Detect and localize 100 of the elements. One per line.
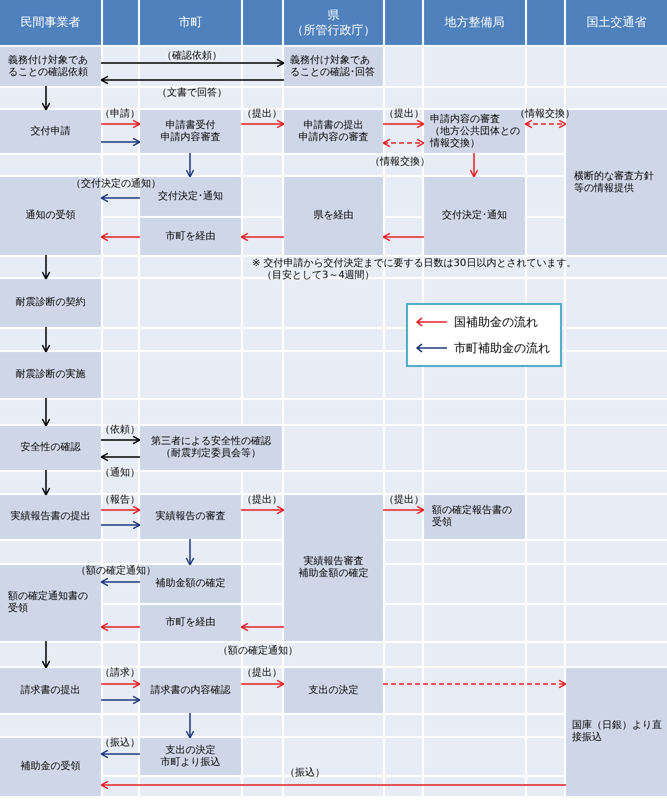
process-box [0,668,101,713]
arrow [383,506,425,514]
process-box [424,177,525,255]
arrow [100,194,140,202]
process-box [424,495,525,539]
process-box [0,352,101,398]
process-box [0,738,101,796]
box-text: 請求書の内容確認 [150,684,230,696]
box-text: 横断的な審査方針等の情報提供 [574,170,655,194]
arrow [100,452,140,462]
process-box [284,47,383,86]
arrow [240,622,284,632]
arrow [382,232,424,242]
edge-label: （情報交換） [515,108,575,120]
arrow [470,153,478,178]
process-box [0,495,101,539]
arrow [100,622,140,632]
dashed-arrow [382,138,425,148]
arrow [101,138,141,146]
arrow [100,76,284,84]
arrow [241,120,285,128]
arrow [186,713,194,739]
arrow [240,232,284,242]
edge-label: （通知） [100,468,140,478]
arrow [42,327,50,353]
process-box [140,110,241,153]
arrow [101,120,141,128]
process-box [140,738,241,775]
edge-label: （報告） [100,494,140,506]
box-text: 支出の決定 [166,744,216,756]
box-text: 通知の受領 [26,210,76,222]
box-text: 申請内容の審査 [430,114,500,126]
arrow [241,506,285,514]
arrow [101,436,141,444]
arrow [42,86,50,111]
box-text: 県を経由 [314,210,354,222]
process-box [284,110,383,153]
process-box [0,426,101,470]
arrow [100,780,566,790]
process-box [284,177,383,255]
process-box [424,110,525,153]
arrow [100,578,140,586]
edge-label: （確認依頼） [162,50,222,62]
arrow [186,153,194,178]
box-text: 申請内容の審査 [298,132,368,144]
process-box [284,495,383,641]
box-text: 申請内容審査 [160,132,220,144]
box-text: 市町を経由 [166,617,216,629]
box-text: 補助金額の確定 [298,568,368,580]
box-text: （地方公共団体との情報交換） [430,126,521,150]
box-text: 申請書受付 [166,120,216,132]
process-box [566,110,667,255]
edge-label: （申請） [100,108,140,120]
edge-label: （文書で回答） [157,88,227,98]
arrow [101,520,141,530]
process-box [0,177,101,255]
edge-label: （請求） [100,668,140,678]
arrow [42,470,50,496]
box-text: 額の確定通知書の受領 [8,591,89,615]
box-text: 市町を経由 [166,230,216,242]
dashed-arrow [383,680,567,688]
edge-label: （情報交換） [370,156,430,168]
edge-label: （提出） [242,668,282,678]
arrow [42,641,50,669]
box-text: 支出の決定 [308,684,358,696]
note-text: ※ 交付申請から交付決定までに要する日数は30日以内とされています。 [252,258,576,270]
box-text: 補助金額の確定 [156,578,226,590]
box-text: 補助金の受領 [20,761,80,773]
box-text: 国庫（日銀）より直接振込 [572,720,663,744]
box-text: 第三者による安全性の確認 [151,436,271,448]
process-box [140,218,241,255]
box-text: 実績報告の審査 [156,511,226,523]
box-text: 請求書の提出 [20,684,80,696]
process-box [140,605,241,641]
edge-label: （交付決定の通知） [71,178,161,190]
process-box [0,279,101,327]
process-box [0,110,101,153]
box-text: 義務付け対象であることの確認依頼 [8,54,89,78]
edge-label: （提出） [384,108,424,120]
box-text: 義務付け対象であることの確認･回答 [290,54,376,78]
edge-label: （依頼） [100,424,140,436]
arrow [100,232,140,242]
legend-text: 市町補助金の流れ [454,341,550,355]
arrow [101,680,141,688]
box-text: 実績報告審査 [304,556,364,568]
legend-text: 国補助金の流れ [454,315,538,329]
arrow [42,255,50,280]
process-box [284,668,383,713]
box-text: 交付決定･通知 [442,210,507,222]
process-box [140,495,241,539]
arrow [101,506,141,514]
arrow [101,58,285,68]
lane-title: 国土交通省 [586,15,646,30]
edge-label: （振込） [285,768,325,778]
process-box [566,668,667,796]
box-text: 交付申請 [30,126,70,138]
box-text: 耐震診断の実施 [16,369,86,381]
box-text: 交付決定･通知 [158,190,223,202]
box-text: （耐震判定委員会等） [161,448,261,460]
arrow [383,120,425,128]
